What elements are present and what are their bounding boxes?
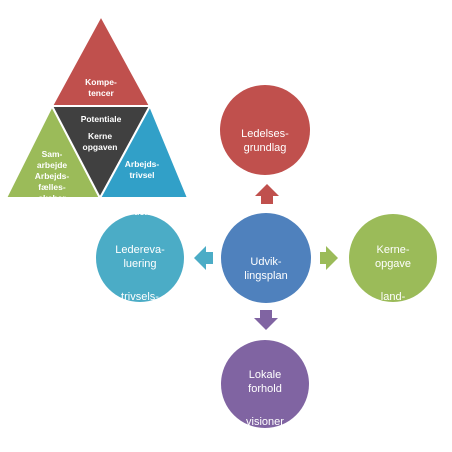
arbejdstrivsel-text: Arbejds- trivsel [124, 159, 160, 181]
circle-lokale-forhold [221, 340, 309, 428]
ledereveluering-label: Ledereva- luering trivsels- måling [100, 230, 180, 319]
kompetencer-text: Kompe- tencer [85, 77, 117, 99]
samarbejde-text: Sam- arbejde [36, 149, 68, 171]
kerneopgave-text: Kerne- opgave [374, 243, 412, 270]
lokale-forhold-label: Lokale forhold visioner politikker [225, 355, 305, 444]
ledelsesgrundlag-text: Ledelses- grundlag [241, 127, 289, 154]
landvindinger-text: land- vindinger [370, 291, 416, 317]
circle-ledelsesgrundlag [220, 85, 310, 175]
udviklingsplan-text: Udvik- lingsplan [244, 255, 288, 282]
triangle-center-label: Kerne opgaven [62, 120, 138, 153]
triangle-right-label: Arbejds- trivsel Motiva- tion [114, 148, 170, 218]
ledereveluering-text: Ledereva- luering [115, 243, 165, 270]
trivselsmaling-text: trivsels- måling [121, 291, 159, 317]
arrow-left [194, 246, 213, 270]
arbejdsfaellesskaber-text: Arbejds- fælles- skaber [34, 171, 70, 204]
triangle-left-label: Sam- arbejde Arbejds- fælles- skaber [24, 138, 80, 204]
kerneopgaven-text: Kerne opgaven [82, 131, 118, 153]
circle-ledereveluering [96, 214, 184, 302]
potentiale-text: Potentiale [80, 114, 122, 125]
circle-udviklingsplan [221, 213, 311, 303]
lokale-forhold-text: Lokale forhold [248, 368, 282, 395]
circle-kerneopgave [349, 214, 437, 302]
motivation-text: Motiva- tion [127, 196, 157, 218]
ledelsesgrundlag-label: Ledelses- grundlag [225, 114, 305, 155]
triangle-right-segment [99, 105, 189, 199]
kerneopgave-label: Kerne- opgave land- vindinger [353, 230, 433, 319]
arrow-right [320, 246, 338, 270]
visioner-politikker-text: visioner politikker [243, 416, 287, 442]
udviklingsplan-label: Udvik- lingsplan [226, 242, 306, 283]
arrow-down [254, 310, 278, 330]
triangle-top-label: Kompe- tencer Potentiale [62, 66, 140, 125]
arrow-up [255, 184, 279, 204]
